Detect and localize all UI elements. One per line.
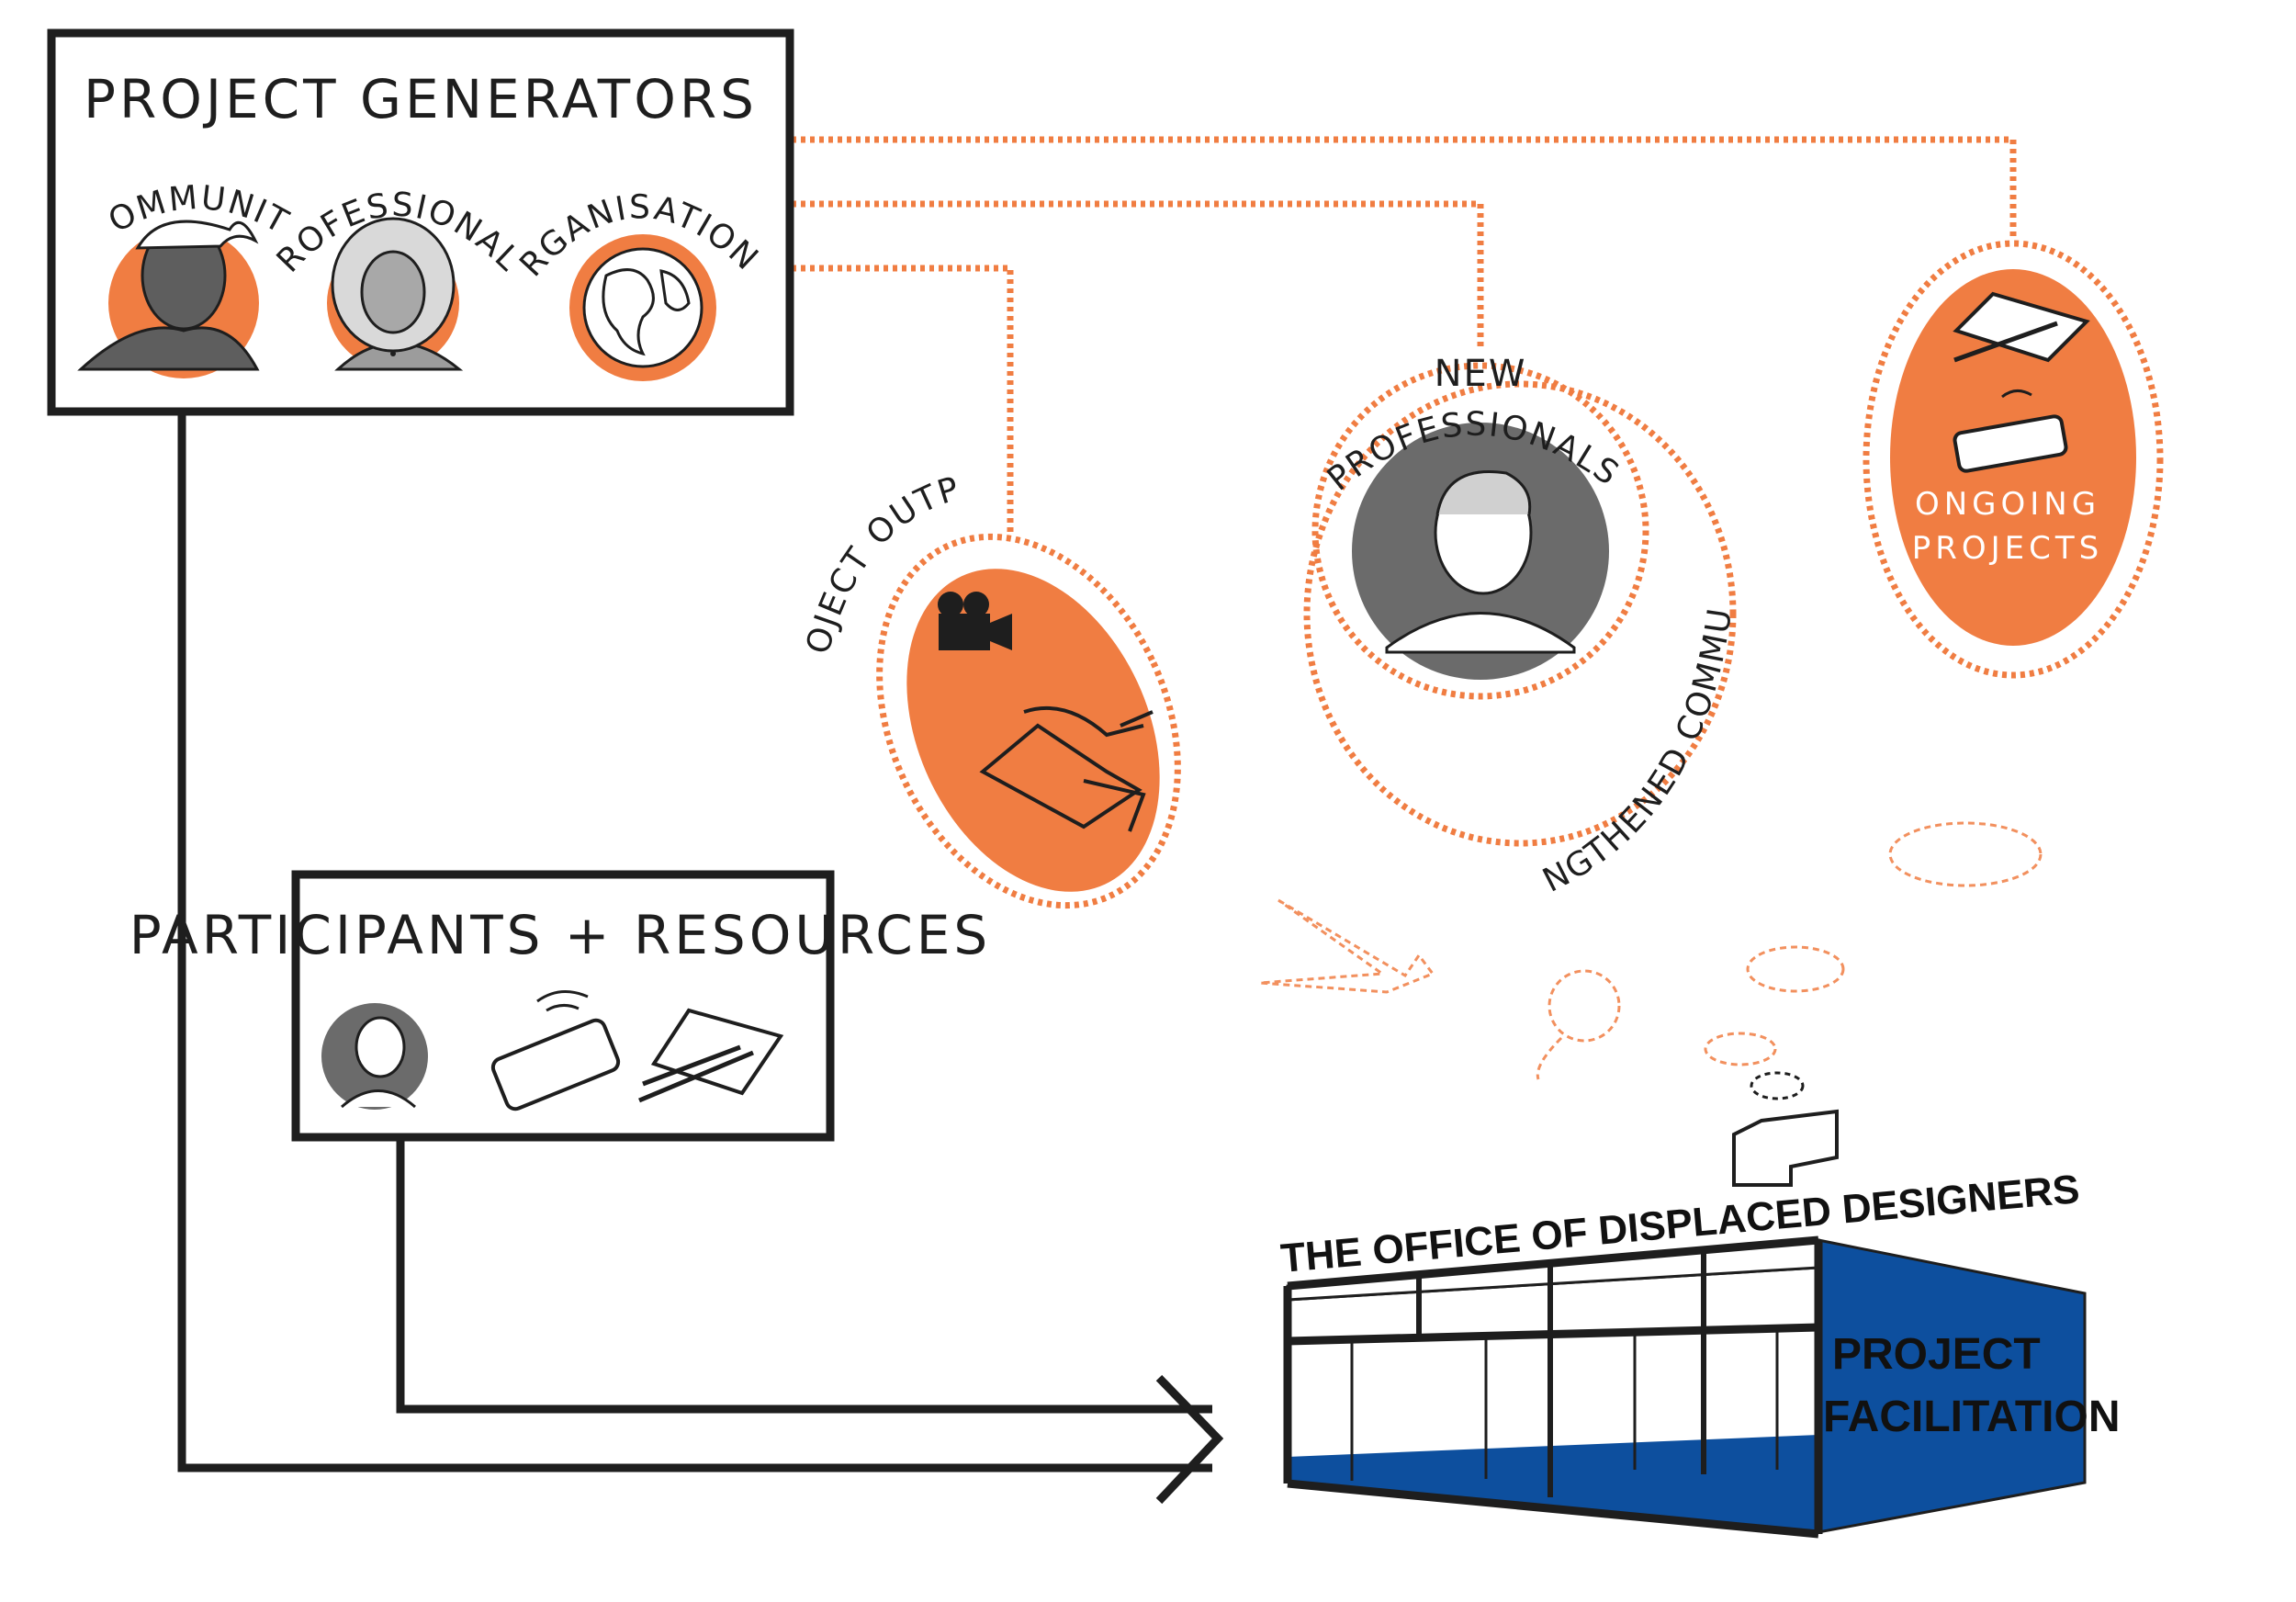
participants-title: PARTICIPANTS + RESOURCES — [129, 904, 991, 966]
hands-crafting-icon — [979, 705, 1154, 832]
globe-icon — [582, 247, 703, 368]
ongoing-paper-icon — [1953, 291, 2090, 363]
drawing-paper-icon — [638, 1008, 784, 1103]
arrowhead — [1155, 1374, 1224, 1505]
participant-person-icon — [321, 1003, 428, 1110]
dashed-sketches — [1259, 821, 2043, 1080]
participants-box: PARTICIPANTS + RESOURCES — [129, 870, 991, 1142]
project-generators-box: PROJECT GENERATORS COMMUNITY PROFESSIONA… — [0, 0, 794, 416]
arrow-participants — [396, 1139, 1212, 1414]
person-icon — [77, 220, 260, 371]
ongoing-phone-icon — [1953, 389, 2068, 473]
new-professionals-line1: NEW — [1435, 353, 1527, 395]
ongoing-line2: PROJECTS — [1912, 530, 2104, 567]
connector-outputs — [792, 265, 1014, 535]
ongoing-line1: ONGOING — [1915, 486, 2100, 523]
project-generators-title: PROJECT GENERATORS — [84, 68, 758, 130]
smoke-puff — [1750, 1071, 1805, 1100]
connector-new-professionals — [792, 200, 1484, 347]
ongoing-projects: ONGOING PROJECTS — [1863, 240, 2164, 679]
woman-icon — [331, 217, 464, 371]
flow-arrows — [177, 413, 1224, 1505]
arrow-generators — [177, 413, 1212, 1472]
film-camera-icon — [938, 592, 1012, 650]
building-side-line2: FACILITATION — [1823, 1393, 2121, 1441]
connectors — [792, 136, 2017, 535]
office-building: THE OFFICE OF DISPLACED DESIGNERS PROJEC… — [1279, 1109, 2121, 1539]
connector-ongoing — [792, 136, 2017, 241]
building-side-line1: PROJECT — [1832, 1330, 2041, 1379]
phone-icon — [490, 990, 621, 1111]
man-icon — [1385, 470, 1576, 654]
